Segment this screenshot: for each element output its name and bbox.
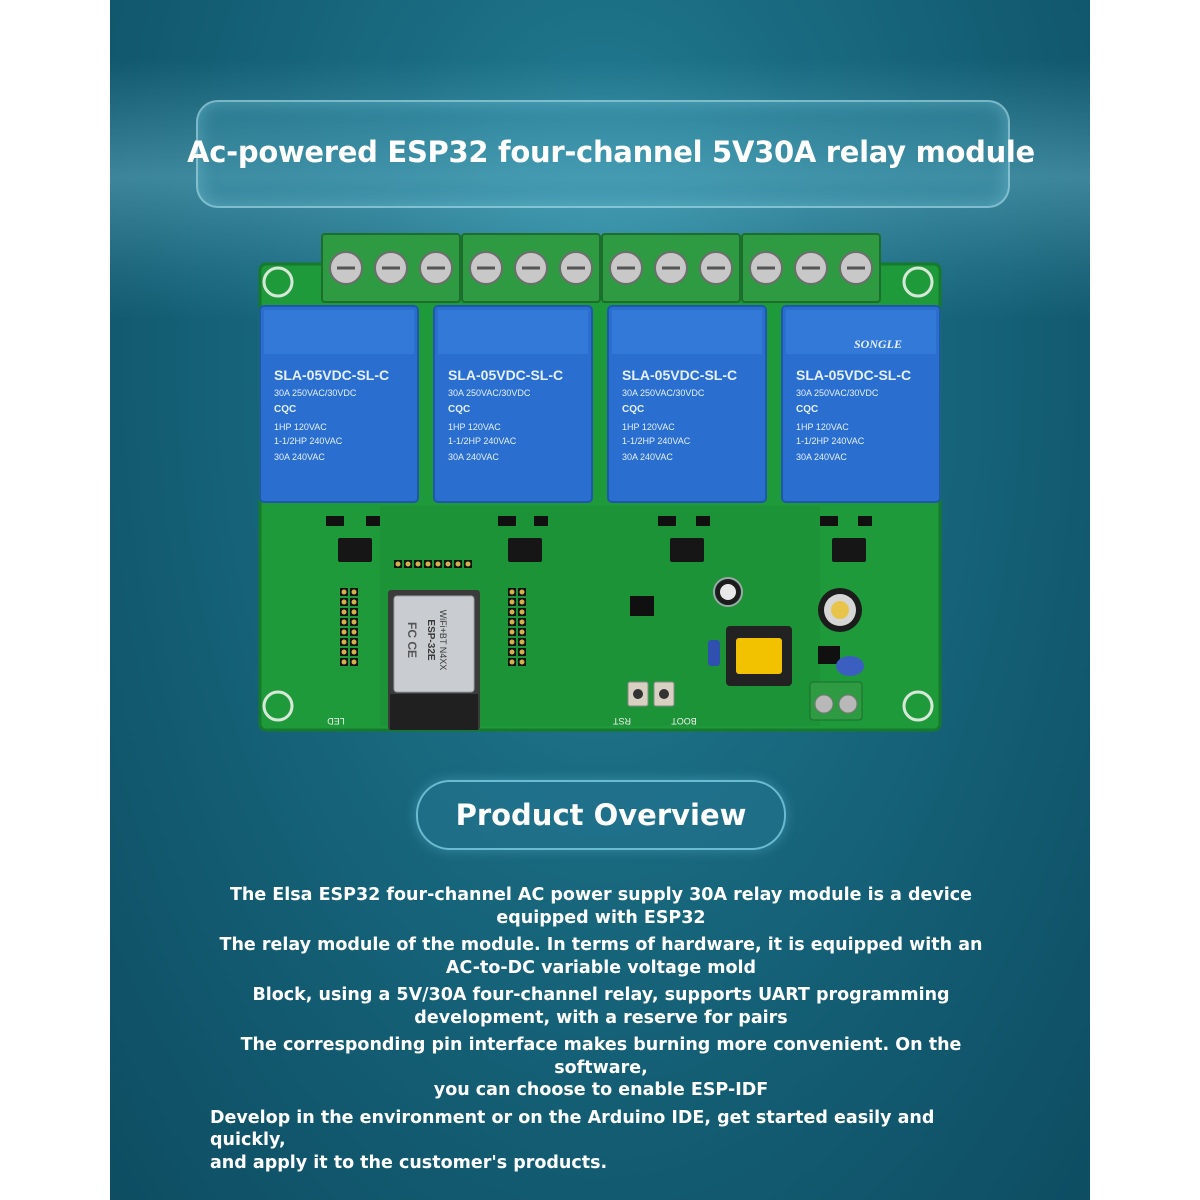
- relay-hp-label: 1HP 120VAC: [622, 422, 675, 432]
- relay-hp-label: 1HP 120VAC: [274, 422, 327, 432]
- description-line: Block, using a 5V/30A four-channel relay…: [252, 985, 950, 1005]
- silk-led-label: LED: [327, 716, 345, 726]
- esp32-label-line2: ESP-32E: [425, 619, 436, 660]
- relay: [259, 305, 419, 503]
- relay-rating-label: 30A 250VAC/30VDC: [622, 388, 705, 398]
- page-title: Ac-powered ESP32 four-channel 5V30A rela…: [187, 135, 1035, 169]
- relay-model-label: SLA-05VDC-SL-C: [796, 367, 911, 383]
- relay-model-label: SLA-05VDC-SL-C: [274, 367, 389, 383]
- silk-rst-label: RST: [612, 716, 631, 726]
- relay-board-image: SLA-05VDC-SL-C 30A 250VAC/30VDC CQC 1HP 120…: [258, 233, 942, 732]
- smd-parts: [326, 516, 872, 664]
- esp32-label-line1: WiFi+BT N4XX: [438, 610, 448, 671]
- relay: [607, 305, 767, 503]
- relay-group: SLA-05VDC-SL-C 30A 250VAC/30VDC CQC 1HP 120…: [259, 305, 941, 503]
- relay-rating-label: 30A 250VAC/30VDC: [448, 388, 531, 398]
- relay-hp-label: 1-1/2HP 240VAC: [796, 436, 865, 446]
- description-line: you can choose to enable ESP-IDF: [433, 1080, 769, 1100]
- relay-model-label: SLA-05VDC-SL-C: [448, 367, 563, 383]
- description-line: The relay module of the module. In terms…: [219, 935, 983, 955]
- header-pins: [340, 560, 526, 666]
- optocoupler-chips: [338, 538, 866, 562]
- relay-hp-label: 1HP 120VAC: [796, 422, 849, 432]
- relay-hp-label: 1HP 120VAC: [448, 422, 501, 432]
- esp32-shield: [393, 595, 475, 693]
- product-poster: Ac-powered ESP32 four-channel 5V30A rela…: [110, 0, 1090, 1200]
- screw-terminal-blocks: [321, 233, 881, 303]
- description-line: development, with a reserve for pairs: [414, 1007, 788, 1028]
- relay-hp-label: 1-1/2HP 240VAC: [622, 436, 691, 446]
- relay-cert-label: CQC: [796, 404, 818, 415]
- x-capacitor: [836, 656, 864, 676]
- relay-rating-label: 30A 250VAC/30VDC: [274, 388, 357, 398]
- transformer-core: [736, 638, 782, 674]
- mounting-hole-icon: [902, 266, 934, 298]
- silk-boot-label: BOOT: [671, 716, 697, 726]
- relay-cert-label: CQC: [622, 404, 644, 415]
- mounting-hole-icon: [262, 690, 294, 722]
- relay-brand-label: SONGLE: [854, 337, 902, 351]
- overview-heading: Product Overview: [416, 780, 786, 850]
- relay-amp-label: 30A 240VAC: [448, 452, 499, 462]
- relay-amp-label: 30A 240VAC: [796, 452, 847, 462]
- description-line: The Elsa ESP32 four-channel AC power sup…: [229, 885, 973, 905]
- relay-hp-label: 1-1/2HP 240VAC: [274, 436, 343, 446]
- mounting-hole-icon: [902, 690, 934, 722]
- y-capacitor: [708, 640, 720, 666]
- description-line: Develop in the environment or on the Ard…: [210, 1107, 935, 1151]
- relay-model-label: SLA-05VDC-SL-C: [622, 367, 737, 383]
- overview-description: The Elsa ESP32 four-channel AC power sup…: [206, 884, 996, 1174]
- relay: [433, 305, 593, 503]
- relay-hp-label: 1-1/2HP 240VAC: [448, 436, 517, 446]
- description-line: The corresponding pin interface makes bu…: [240, 1035, 962, 1078]
- relay-cert-label: CQC: [274, 404, 296, 415]
- relay-amp-label: 30A 240VAC: [622, 452, 673, 462]
- description-line: equipped with ESP32: [496, 907, 706, 928]
- relay-cert-label: CQC: [448, 404, 470, 415]
- relay: [781, 305, 941, 503]
- description-line: and apply it to the customer's products.: [210, 1152, 608, 1173]
- description-line: AC-to-DC variable voltage mold: [445, 957, 757, 978]
- mounting-hole-icon: [262, 266, 294, 298]
- relay-amp-label: 30A 240VAC: [274, 452, 325, 462]
- certification-mark: FC CE: [405, 622, 419, 658]
- relay-rating-label: 30A 250VAC/30VDC: [796, 388, 879, 398]
- title-frame: [196, 100, 1010, 208]
